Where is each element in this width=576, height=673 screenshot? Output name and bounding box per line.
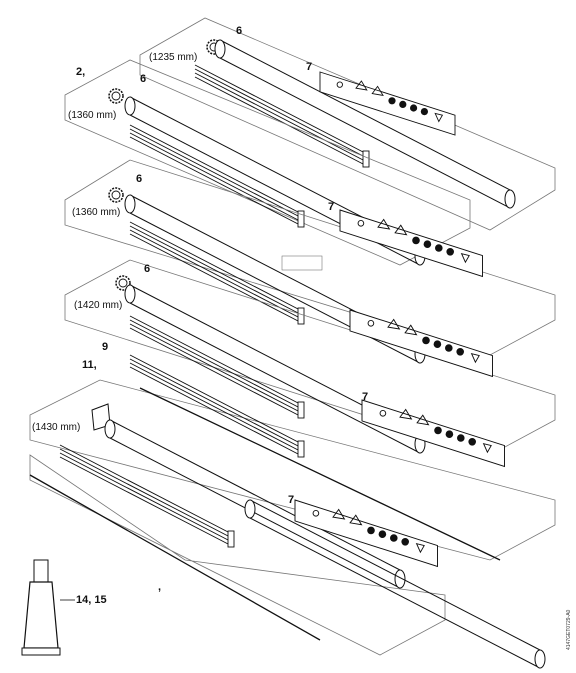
shaft-set-1420: (1420 mm) 6 xyxy=(64,259,556,456)
length-label-1360-a: (1360 mm) xyxy=(68,110,116,121)
item-number-7: 7 xyxy=(288,494,294,506)
shaft-set-1360-a: (1360 mm) 6 2, xyxy=(64,59,471,266)
shaft-set-1360-b: (1360 mm) 6 7 xyxy=(64,159,556,364)
length-label-1235: (1235 mm) xyxy=(149,52,197,63)
item-number-9: 9 xyxy=(102,341,108,353)
clamp-ring-icon xyxy=(108,187,124,203)
comma-mark: , xyxy=(158,581,161,593)
shaft-set-bottom: 7 , xyxy=(29,444,546,669)
item-number-11: 11, xyxy=(82,359,97,371)
item-number-6: 6 xyxy=(144,263,150,275)
item-number-6: 6 xyxy=(140,73,146,85)
item-number-2: 2, xyxy=(76,66,85,78)
grease-tube-icon xyxy=(21,559,75,656)
item-number-14-15: 14, 15 xyxy=(76,594,107,606)
shaft-set-1235: (1235 mm) 6 7 xyxy=(139,17,556,231)
length-label-1430: (1430 mm) xyxy=(32,422,80,433)
item-number-7: 7 xyxy=(306,61,312,73)
clamp-ring-icon xyxy=(108,88,124,104)
item-number-7: 7 xyxy=(362,391,368,403)
item-number-6: 6 xyxy=(236,25,242,37)
length-label-1420: (1420 mm) xyxy=(74,300,122,311)
shaft-set-1430: (1430 mm) 9 11, 7 xyxy=(29,341,556,589)
length-label-1360-b: (1360 mm) xyxy=(72,207,120,218)
item-number-7: 7 xyxy=(328,201,334,213)
drawing-code: 4147GET0729-A0 xyxy=(566,609,572,650)
item-number-6: 6 xyxy=(136,173,142,185)
